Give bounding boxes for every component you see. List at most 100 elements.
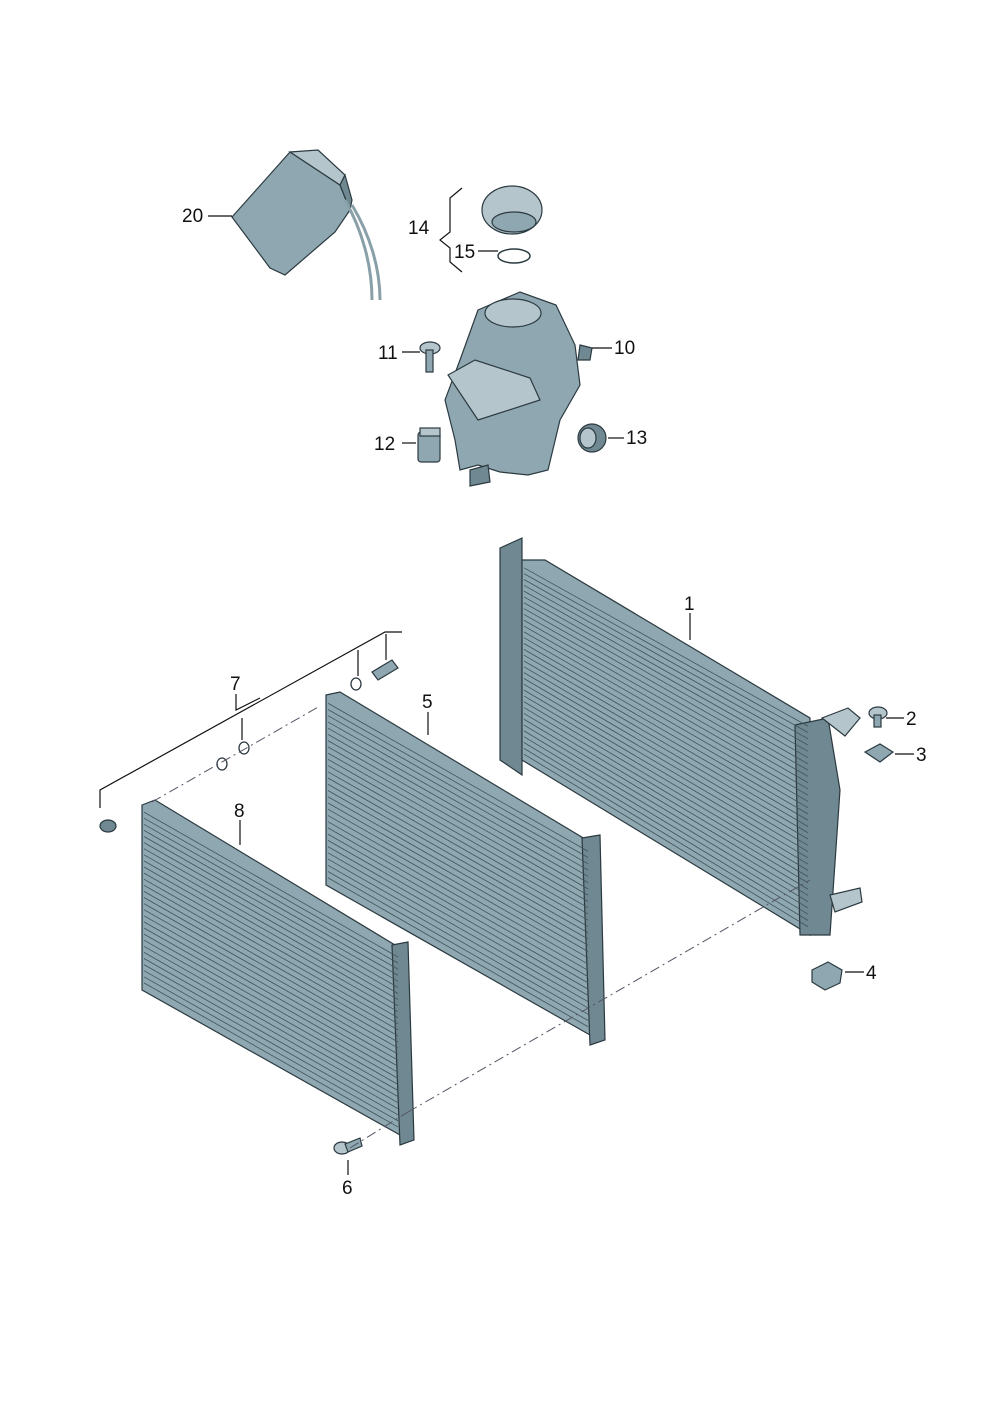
condenser-fin [327,852,589,1003]
radiator-fin [523,573,809,733]
condenser-fin [327,796,589,946]
radiator-fin [523,584,809,746]
alignment-lines [151,705,811,1149]
condenser-fin [143,848,399,994]
condenser-fin [327,721,589,871]
condenser-fin [143,958,399,1104]
condenser-fin [143,945,399,1091]
condenser-fin [327,715,589,865]
condenser-fin [327,702,589,852]
radiator-fin [523,730,809,903]
radiator-fin [523,649,809,815]
condenser-fin [327,815,589,965]
condenser-fin [143,878,399,1025]
condenser-fin [143,817,399,964]
condenser-fin [327,833,589,984]
radiator-fin [523,619,809,783]
radiator-fin [523,666,809,834]
label-3: 3 [916,745,927,766]
radiator-fin [523,683,809,852]
radiator-fin [523,590,809,752]
condenser-fin [327,858,589,1009]
label-2: 2 [906,709,917,730]
screw-11 [419,341,441,373]
condenser-fin [143,872,399,1019]
condenser-fin [143,897,399,1043]
radiator-fin [523,718,809,890]
condenser-fin [143,842,399,988]
condenser-fin [143,891,399,1037]
radiator [499,537,863,937]
condenser-fin [143,921,399,1067]
condenser-fin [327,765,589,915]
condenser-fin [143,903,399,1049]
condenser-fin [143,982,399,1128]
bolt-6 [333,1137,363,1155]
radiator-fin [523,654,809,821]
condenser-fin [143,952,399,1097]
radiator-fin [523,579,809,740]
radiator-fin [523,608,809,771]
nut-4 [811,961,843,991]
condenser-fin [143,976,399,1122]
radiator-fin [523,707,809,877]
radiator-fin [523,689,809,859]
grommet-13 [577,423,607,453]
condenser-fin [327,871,589,1021]
condenser-fin [143,933,399,1079]
radiator-fin [523,602,809,765]
label-8: 8 [234,801,245,822]
condenser-fin [143,866,399,1013]
label-1: 1 [684,594,695,615]
condenser-fin [327,827,589,977]
condenser-fin [327,808,589,959]
radiator-fin [523,614,809,777]
clip-12 [417,427,441,463]
condenser-8 [141,799,415,1146]
condenser-fin [143,964,399,1110]
condenser-fin [327,840,589,990]
condenser-fin [143,884,399,1031]
radiator-fin [523,695,809,865]
condenser-fin [327,740,589,890]
condenser-fin [143,909,399,1055]
label-6: 6 [342,1178,353,1199]
condenser-fin [143,970,399,1116]
condenser-fin [143,823,399,970]
label-4: 4 [866,963,877,984]
label-20: 20 [182,206,203,227]
condenser-fin [327,864,589,1015]
label-14: 14 [408,218,430,239]
radiator-fin [523,643,809,809]
radiator-fin [523,742,809,915]
condenser-fin [327,771,589,921]
screw-2 [868,706,888,728]
radiator-fin [523,625,809,790]
condenser-fin [143,830,399,976]
o-ring-seal [497,248,531,264]
radiator-fin [523,753,809,928]
condenser-fin [143,915,399,1061]
condenser-fin [327,846,589,996]
condenser-fin [143,854,399,1000]
condenser-fin [143,811,399,958]
condenser-fin [327,802,589,952]
condenser-fin [327,821,589,971]
radiator-fin [523,713,809,884]
label-10: 10 [614,338,635,359]
condenser-fin [327,734,589,883]
label-7: 7 [230,674,241,695]
radiator-fin [523,596,809,758]
label-12: 12 [374,434,395,455]
expansion-tank [444,291,593,487]
radiator-fin [523,672,809,840]
label-13: 13 [626,428,647,449]
radiator-fin [523,724,809,896]
condenser-fin [327,790,589,940]
bracket-3 [863,743,895,763]
condenser-fin [143,927,399,1073]
condenser-5 [325,691,606,1046]
coolant-container [231,149,382,301]
condenser-fin [327,777,589,927]
